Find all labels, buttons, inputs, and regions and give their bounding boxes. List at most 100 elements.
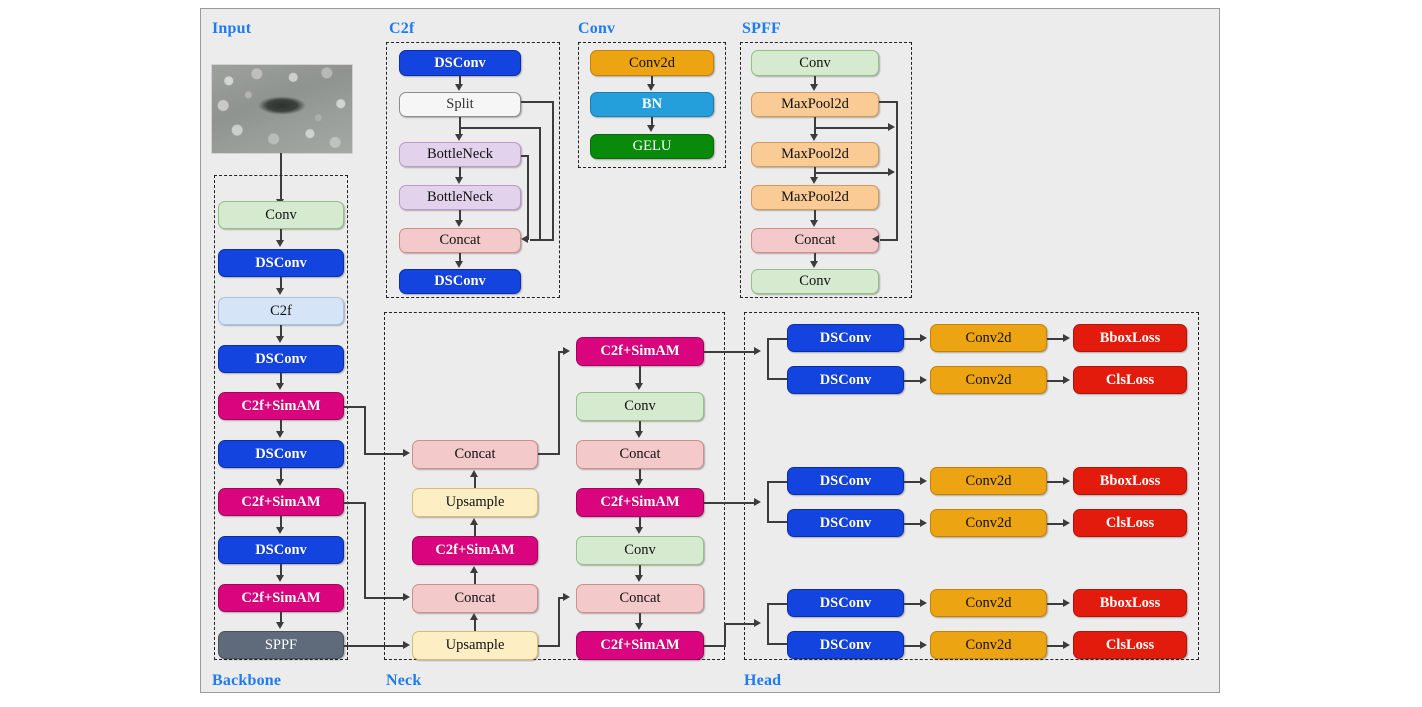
head-b3-r1-dsconv[interactable]: DSConv [787, 589, 904, 617]
conv-edge-2 [651, 117, 653, 126]
spff-tap-2-arrow [888, 168, 895, 176]
conv-node-conv2d[interactable]: Conv2d [590, 50, 714, 76]
spff-node-maxpool-3[interactable]: MaxPool2d [751, 185, 879, 210]
spff-edge-5-arrow [810, 261, 818, 268]
c2f-skip-a-h2 [530, 239, 554, 241]
head-b1-r1-conv2d[interactable]: Conv2d [930, 324, 1047, 352]
neck-p4-to-head-h [704, 502, 758, 504]
head-b1-r1-loss[interactable]: BboxLoss [1073, 324, 1187, 352]
c2f-skip-a-v [552, 101, 554, 240]
c2f-node-split[interactable]: Split [399, 92, 521, 117]
c2f-node-dsconv-in[interactable]: DSConv [399, 50, 521, 76]
backbone-edge-5 [280, 420, 282, 432]
head-branch-2-split-bot [767, 521, 787, 523]
backbone-node-dsconv-2[interactable]: DSConv [218, 345, 344, 373]
head-b1-r2-conv2d[interactable]: Conv2d [930, 366, 1047, 394]
conv-node-bn[interactable]: BN [590, 92, 714, 117]
neck-node-c2f-simam-p4[interactable]: C2f+SimAM [576, 488, 704, 517]
c2f-node-bottleneck-2[interactable]: BottleNeck [399, 185, 521, 210]
c2f-edge-2 [459, 117, 461, 134]
backbone-node-c2f[interactable]: C2f [218, 297, 344, 325]
spff-node-concat[interactable]: Concat [751, 228, 879, 253]
c2f-skip-a-h [521, 101, 554, 103]
spff-node-maxpool-2[interactable]: MaxPool2d [751, 142, 879, 167]
head-b3-r2-conv2d[interactable]: Conv2d [930, 631, 1047, 659]
head-b2-r1-dsconv[interactable]: DSConv [787, 467, 904, 495]
head-b2-r2-conv2d[interactable]: Conv2d [930, 509, 1047, 537]
section-label-conv: Conv [578, 20, 616, 37]
head-b1-r2-e1 [904, 380, 922, 382]
backbone-node-dsconv-1[interactable]: DSConv [218, 249, 344, 277]
neck-node-c2f-simam-p5[interactable]: C2f+SimAM [576, 631, 704, 660]
lateral-1-h1 [344, 406, 366, 408]
c2f-edge-1-arrow [455, 84, 463, 91]
backbone-node-c2f-simam-3[interactable]: C2f+SimAM [218, 584, 344, 612]
edge-input-to-backbone [280, 153, 282, 201]
neck-node-conv-1[interactable]: Conv [576, 392, 704, 421]
neck-p5-to-head-v [724, 623, 726, 646]
backbone-node-dsconv-3[interactable]: DSConv [218, 440, 344, 468]
conv-node-gelu[interactable]: GELU [590, 134, 714, 159]
c2f-node-bottleneck-1[interactable]: BottleNeck [399, 142, 521, 167]
neck-concat-to-p3-v [558, 352, 560, 455]
head-branch-2-split-top [767, 481, 787, 483]
backbone-node-c2f-simam-2[interactable]: C2f+SimAM [218, 488, 344, 516]
lateral-2-v [364, 502, 366, 598]
head-b1-r2-dsconv[interactable]: DSConv [787, 366, 904, 394]
head-b1-r2-loss[interactable]: ClsLoss [1073, 366, 1187, 394]
backbone-node-sppf[interactable]: SPPF [218, 631, 344, 659]
head-b3-r1-conv2d[interactable]: Conv2d [930, 589, 1047, 617]
backbone-edge-8-arrow [276, 575, 284, 582]
head-b2-r2-e2 [1047, 523, 1065, 525]
spff-node-conv-out[interactable]: Conv [751, 269, 879, 294]
neck-node-concat-mid[interactable]: Concat [576, 440, 704, 469]
neck-node-concat-lower[interactable]: Concat [412, 584, 538, 613]
neck-p5-to-head-arrow [754, 619, 761, 627]
c2f-skip-b-h2 [530, 239, 542, 241]
neck-node-upsample-upper[interactable]: Upsample [412, 488, 538, 517]
spff-edge-4-arrow [810, 220, 818, 227]
neck-p5-to-head-h1 [704, 645, 726, 647]
head-branch-1-split-v [767, 338, 769, 378]
neck-node-concat-bot[interactable]: Concat [576, 584, 704, 613]
c2f-edge-4-arrow [455, 220, 463, 227]
spff-node-conv-in[interactable]: Conv [751, 50, 879, 76]
head-b1-r1-dsconv[interactable]: DSConv [787, 324, 904, 352]
neck-right-edge-1 [639, 366, 641, 384]
neck-frame [384, 312, 725, 660]
neck-ups-to-concat-v [558, 598, 560, 646]
backbone-node-c2f-simam-1[interactable]: C2f+SimAM [218, 392, 344, 420]
neck-right-edge-6 [639, 613, 641, 624]
c2f-node-dsconv-out[interactable]: DSConv [399, 269, 521, 294]
head-b2-r2-dsconv[interactable]: DSConv [787, 509, 904, 537]
head-b2-r1-conv2d[interactable]: Conv2d [930, 467, 1047, 495]
head-b2-r1-e2 [1047, 481, 1065, 483]
head-b1-r1-e1 [904, 338, 922, 340]
c2f-node-concat[interactable]: Concat [399, 228, 521, 253]
neck-node-upsample-lower[interactable]: Upsample [412, 631, 538, 660]
head-b2-r2-loss[interactable]: ClsLoss [1073, 509, 1187, 537]
spff-node-maxpool-1[interactable]: MaxPool2d [751, 92, 879, 117]
conv-edge-1-arrow [647, 84, 655, 91]
backbone-node-conv[interactable]: Conv [218, 201, 344, 229]
head-b3-r2-loss[interactable]: ClsLoss [1073, 631, 1187, 659]
neck-node-c2f-simam-left[interactable]: C2f+SimAM [412, 536, 538, 565]
backbone-edge-6 [280, 468, 282, 480]
neck-concat-to-p3-h1 [538, 453, 560, 455]
head-b3-r2-dsconv[interactable]: DSConv [787, 631, 904, 659]
head-b1-r1-e1-arrow [920, 334, 927, 342]
neck-ups-to-concat-arrow [563, 593, 570, 601]
head-b3-r1-loss[interactable]: BboxLoss [1073, 589, 1187, 617]
section-label-input: Input [212, 20, 252, 37]
neck-node-c2f-simam-p3[interactable]: C2f+SimAM [576, 337, 704, 366]
neck-p3-to-head-arrow [754, 347, 761, 355]
neck-p5-to-head-h2 [724, 623, 758, 625]
head-b2-r1-loss[interactable]: BboxLoss [1073, 467, 1187, 495]
head-b1-r1-e2-arrow [1063, 334, 1070, 342]
neck-right-edge-5-arrow [635, 575, 643, 582]
neck-node-concat-upper[interactable]: Concat [412, 440, 538, 469]
backbone-node-dsconv-4[interactable]: DSConv [218, 536, 344, 564]
neck-node-conv-2[interactable]: Conv [576, 536, 704, 565]
input-image [211, 64, 353, 154]
backbone-edge-4 [280, 373, 282, 384]
